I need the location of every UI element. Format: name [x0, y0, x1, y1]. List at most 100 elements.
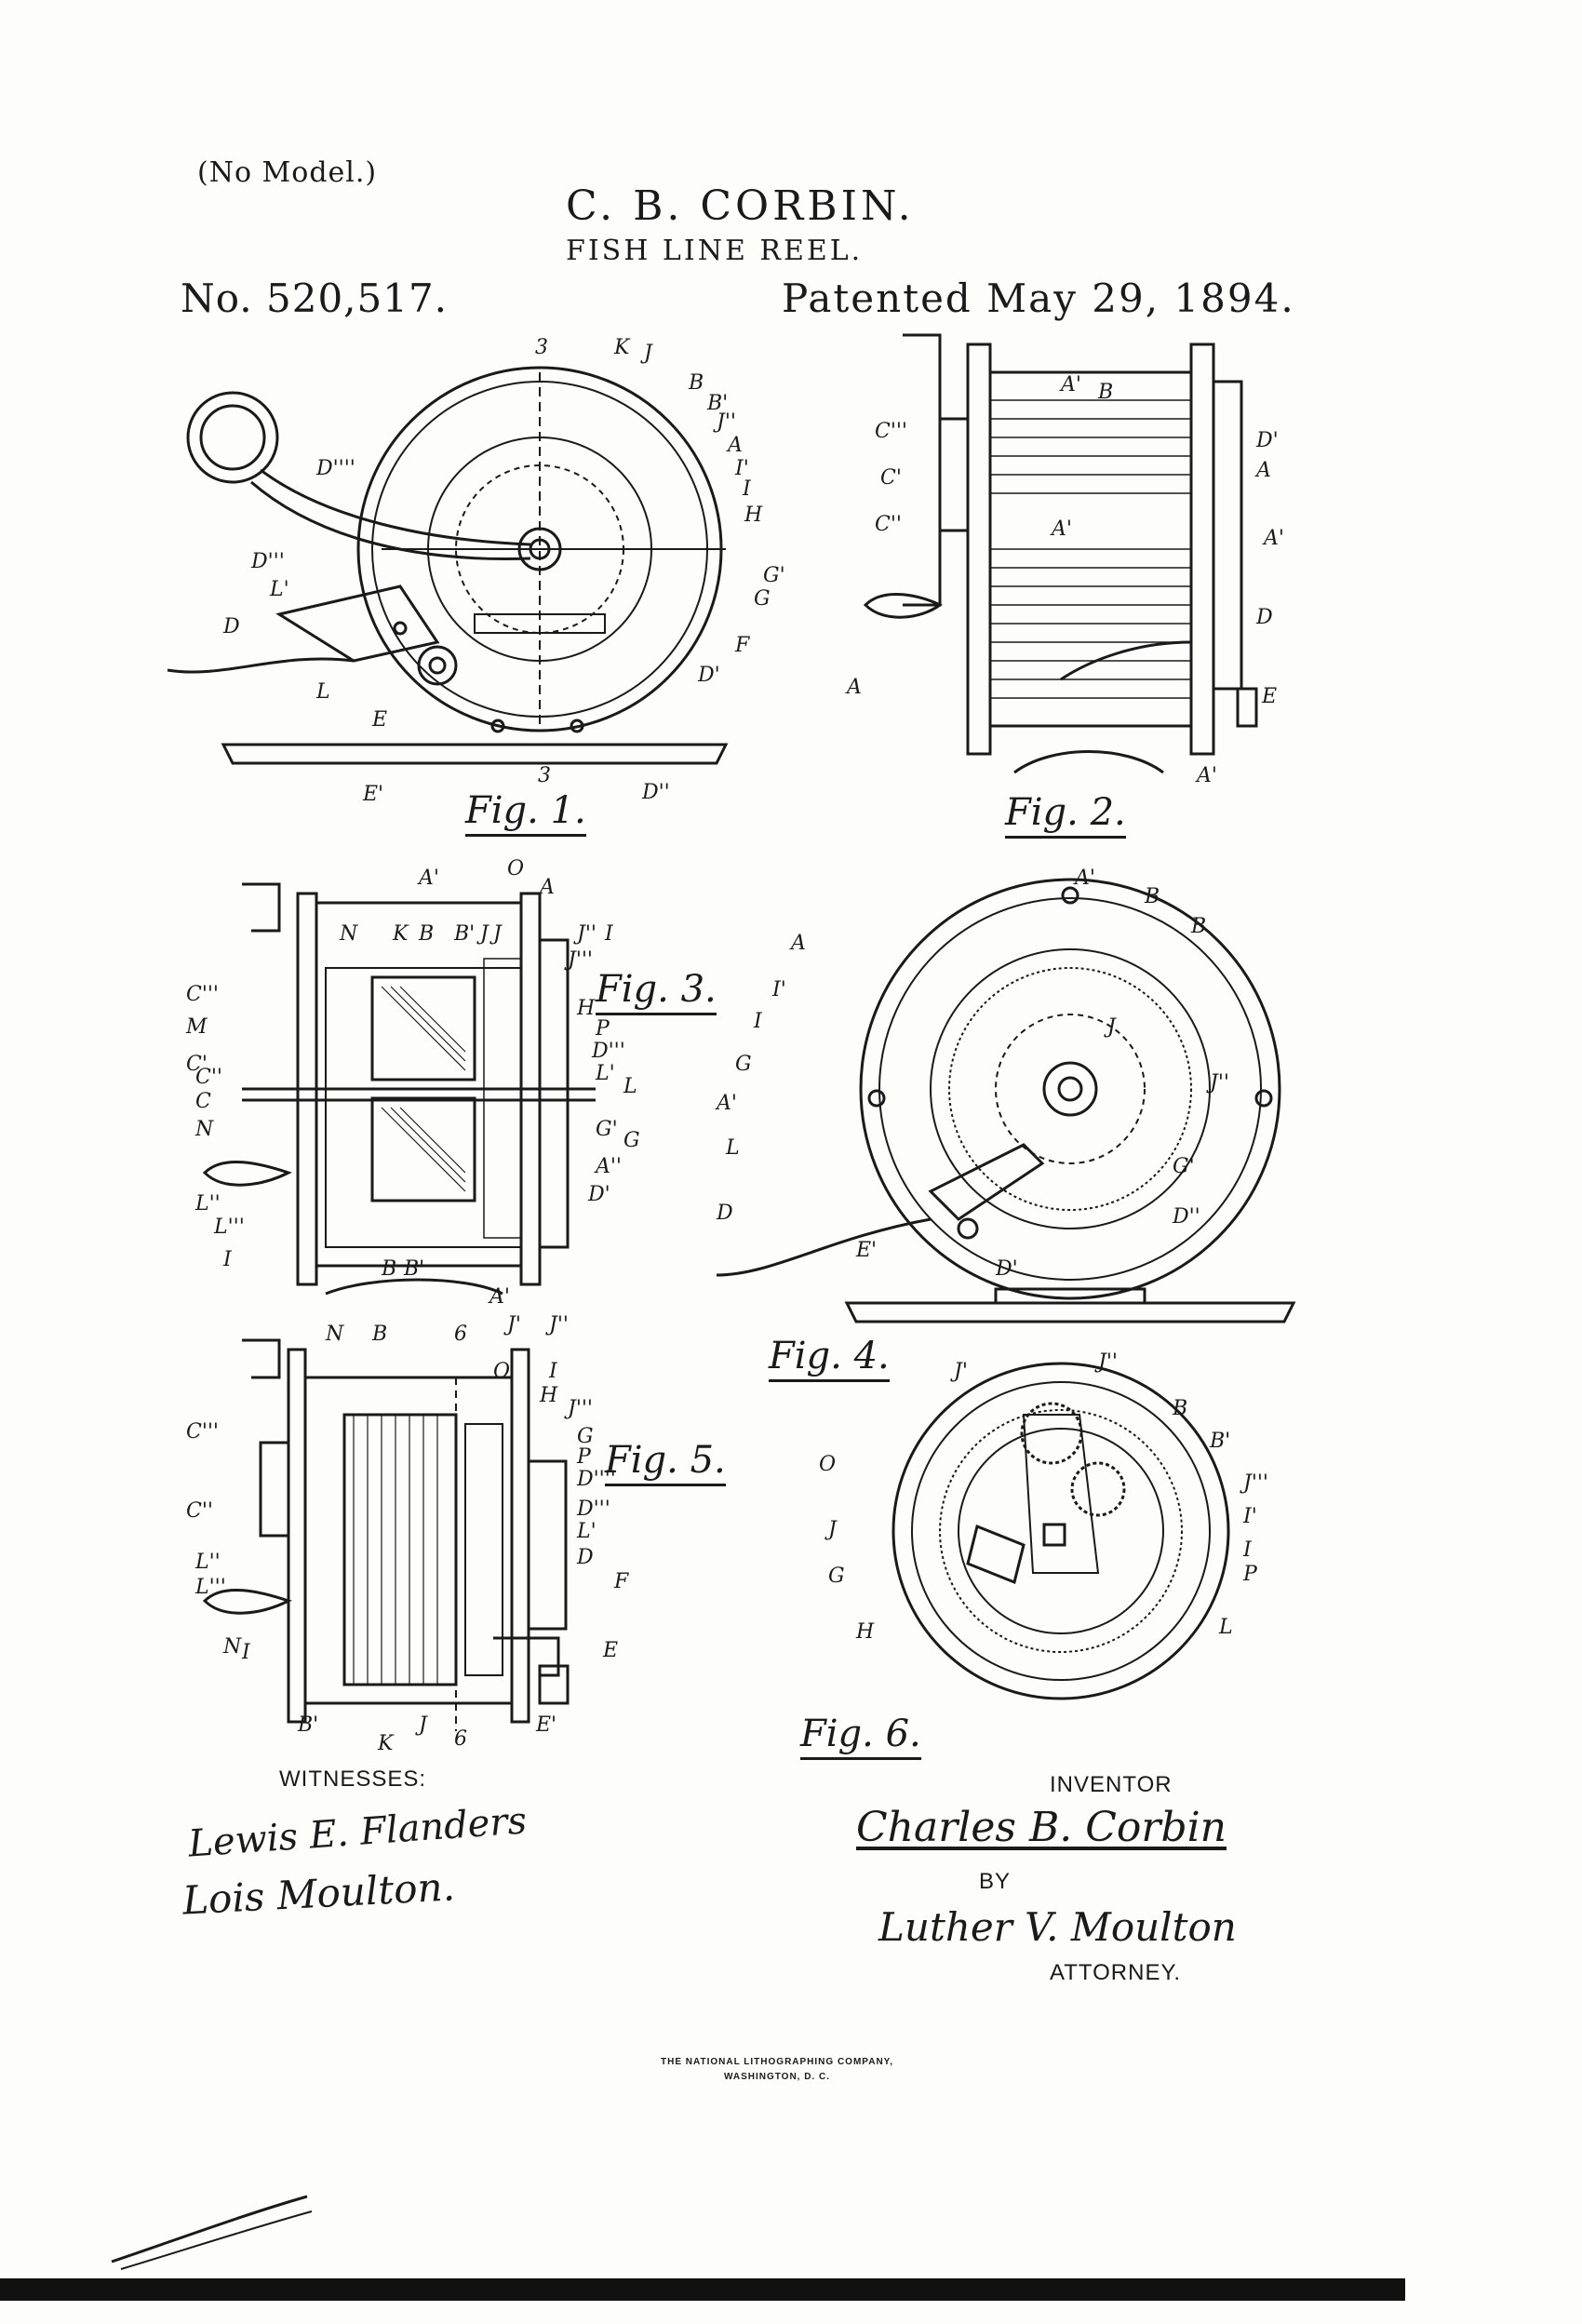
fig5-label: D [576, 1546, 594, 1569]
fig4-label: G [735, 1053, 752, 1076]
figure-6-caption: Fig. 6. [800, 1713, 921, 1760]
fig1-label: K [613, 336, 631, 359]
fig5-label: 6 [454, 1727, 467, 1751]
fig6-label: B' [1209, 1430, 1230, 1453]
fig5-label: D'''' [576, 1468, 616, 1491]
fig5-label: E [602, 1639, 618, 1662]
figure-4-drawing: A' B A B I' I J G J'' A' L G' D D'' E' D… [715, 866, 1296, 1323]
fig5-label: N [325, 1323, 344, 1346]
fig6-label: J''' [1240, 1471, 1268, 1495]
fig6-label: P [1242, 1563, 1258, 1586]
fig6-label: I' [1242, 1505, 1257, 1528]
patent-date: Patented May 29, 1894. [782, 275, 1295, 321]
fig3-label: J [476, 922, 489, 946]
witness-2-signature: Lois Moulton. [181, 1863, 456, 1924]
fig1-label: B' [706, 392, 728, 415]
fig3-label: N [194, 1118, 214, 1141]
figure-4-caption: Fig. 4. [769, 1335, 890, 1382]
fig3-label: L''' [213, 1216, 245, 1239]
figure-5-caption: Fig. 5. [605, 1439, 726, 1486]
fig4-label: D'' [1172, 1205, 1200, 1229]
fig5-label: C''' [186, 1420, 219, 1444]
fig4-label: J [1104, 1015, 1117, 1039]
fig4-label: J'' [1206, 1071, 1229, 1095]
fig2-label: D [1255, 606, 1273, 629]
by-label: BY [979, 1869, 1012, 1894]
attorney-signature: Luther V. Moulton [878, 1904, 1237, 1950]
fig5-label: C'' [186, 1499, 213, 1523]
figure-6-drawing: J' J'' B B' O J''' I' J I G P H L [819, 1350, 1268, 1700]
fig6-label: O [819, 1453, 836, 1476]
fig4-label: I' [771, 978, 786, 1001]
fig5-label: J [415, 1713, 428, 1737]
figure-1-caption: Fig. 1. [465, 789, 586, 837]
fig5-label: N [222, 1635, 242, 1659]
witness-1-signature: Lewis E. Flanders [186, 1799, 529, 1866]
fig5-label: L' [576, 1520, 597, 1543]
fig2-label: A [845, 676, 862, 699]
fig3-label: D' [587, 1183, 610, 1206]
scan-mark [111, 2195, 313, 2270]
attorney-label: ATTORNEY. [1050, 1960, 1182, 1985]
fig5-label: L''' [194, 1576, 226, 1599]
fig3-label: B [381, 1257, 396, 1281]
inventor-signature: Charles B. Corbin [856, 1804, 1227, 1851]
fig3-label: C [195, 1090, 211, 1113]
fig4-label: L [725, 1136, 740, 1160]
fig3-label: D''' [591, 1040, 625, 1063]
fig5-label: D''' [576, 1498, 610, 1521]
figure-5-drawing: N B 6 O J' J'' I H J''' C''' G P C'' D''… [186, 1313, 629, 1755]
fig3-label: C' [186, 1053, 208, 1076]
fig1-label: 3 [535, 336, 548, 359]
fig5-label: J'' [545, 1313, 569, 1337]
fig4-label: G' [1173, 1155, 1195, 1178]
fig5-label: I [548, 1360, 558, 1383]
fig1-label: F [734, 634, 750, 657]
fig1-label: I [742, 477, 752, 501]
fig5-label: P [576, 1445, 592, 1469]
fig6-label: J' [950, 1360, 968, 1383]
inventor-label: INVENTOR [1050, 1772, 1173, 1797]
fig2-label: A [1254, 459, 1271, 482]
fig6-label: J'' [1094, 1350, 1118, 1374]
fig4-label: B [1144, 885, 1160, 908]
fig2-label: D' [1255, 429, 1279, 452]
fig2-label: C'' [875, 513, 902, 536]
fig1-label: D [222, 615, 240, 638]
fig4-label: E' [855, 1239, 877, 1262]
fig3-label: J''' [564, 948, 593, 972]
fig4-label: D' [995, 1257, 1018, 1281]
fig5-label: O [493, 1360, 510, 1383]
patent-title: FISH LINE REEL. [566, 235, 864, 267]
fig3-label: I [604, 922, 614, 946]
fig3-label: B [418, 922, 434, 946]
fig2-label: E [1261, 685, 1277, 708]
patent-number: No. 520,517. [181, 275, 449, 321]
fig6-label: J [825, 1518, 838, 1541]
fig5-label: G [577, 1425, 594, 1448]
no-model-note: (No Model.) [197, 156, 378, 189]
figure-2-caption: Fig. 2. [1005, 791, 1126, 839]
fig1-label: E' [362, 783, 383, 806]
fig5-label: E' [535, 1713, 556, 1737]
fig3-label: B' [453, 922, 475, 946]
fig4-label: I [753, 1010, 763, 1033]
figure-3-caption: Fig. 3. [596, 968, 717, 1015]
fig6-label: L [1218, 1616, 1233, 1639]
fig3-label: A'' [594, 1155, 622, 1178]
fig2-label: A' [1262, 527, 1284, 550]
fig5-label: K [377, 1732, 395, 1755]
fig5-label: H [539, 1384, 558, 1407]
fig1-label: 3 [538, 764, 551, 787]
fig4-label: B [1190, 915, 1206, 938]
fig3-label: K [392, 922, 409, 946]
inventor-heading: C. B. CORBIN. [566, 182, 915, 230]
figure-3-drawing: A' O A N K B B' J J J'' I J''' C''' M C'… [185, 857, 640, 1309]
fig2-label: C''' [875, 420, 907, 443]
fig4-label: D [716, 1202, 733, 1225]
lithographer-imprint-line-2: WASHINGTON, D. C. [723, 2072, 831, 2082]
figure-1-drawing: 3 K J B B' J'' A I' I H D'''' D''' L' D … [167, 336, 785, 806]
fig1-label: E [371, 708, 387, 732]
fig3-label: J'' [573, 922, 597, 946]
scan-edge-bar [0, 2278, 1405, 2301]
